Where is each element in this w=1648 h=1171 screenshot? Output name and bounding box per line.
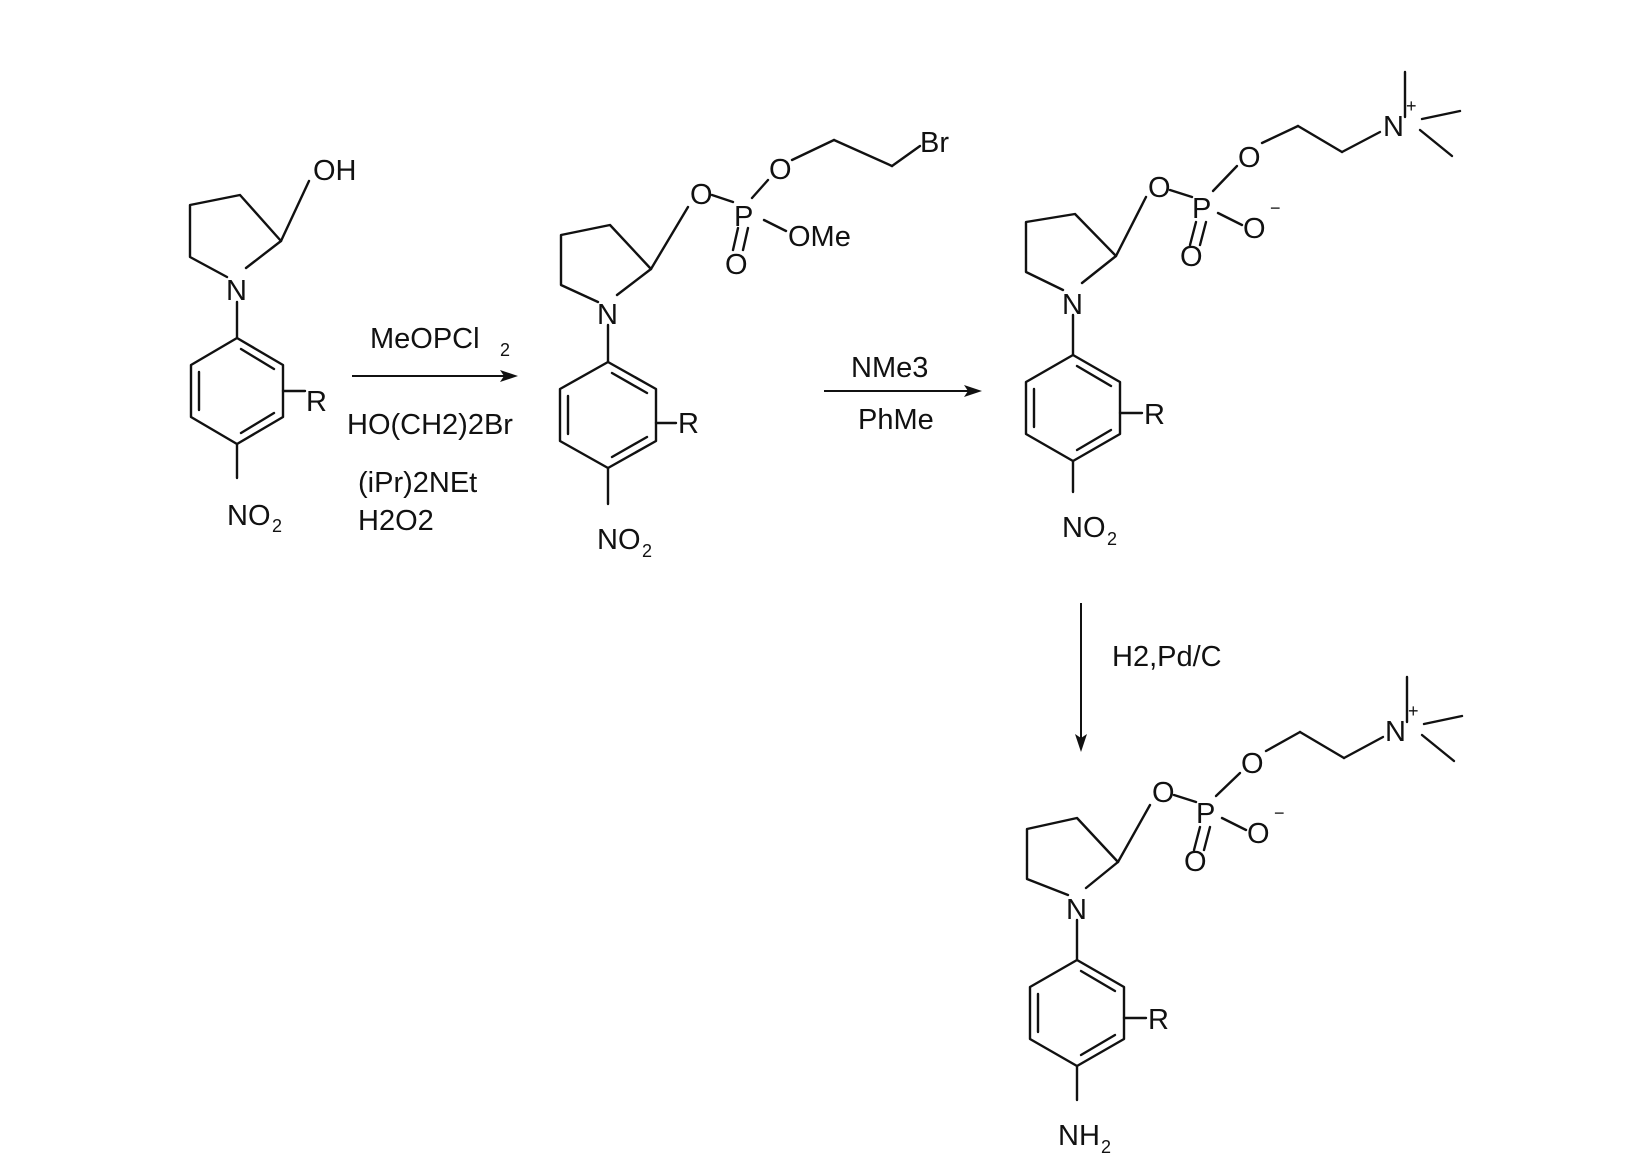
compound-2-bromoethyl-phosphate: O P O O OMe Br N R NO 2 — [560, 127, 949, 561]
compound-1-bonds — [190, 181, 309, 478]
reagent-meopcl2: MeOPCl — [370, 323, 480, 355]
phosphorus-label: P — [1196, 798, 1215, 830]
amine-subscript: 2 — [1101, 1137, 1111, 1157]
ring-nitrogen-label: N — [1066, 894, 1087, 926]
reagent-hydrogenation: H2,Pd/C — [1112, 641, 1222, 673]
oxo-oxygen-label: O — [1184, 846, 1207, 878]
reagent-toluene: PhMe — [858, 404, 934, 436]
ether-oxygen-label: O — [769, 154, 792, 186]
ammonium-nitrogen-label: N — [1385, 716, 1406, 748]
nitro-label: NO — [227, 500, 271, 532]
reaction-step-1: MeOPCl 2 HO(CH2)2Br (iPr)2NEt H2O2 — [347, 323, 518, 537]
nitro-subscript: 2 — [1107, 529, 1117, 549]
oxo-oxygen-label: O — [1180, 241, 1203, 273]
r-substituent-label: R — [678, 408, 699, 440]
ring-nitrogen-label: N — [597, 299, 618, 331]
reaction-step-3: H2,Pd/C — [1075, 603, 1222, 752]
compound-4-amino-phosphocholine: O P O O − O N + N R NH 2 — [1027, 677, 1462, 1157]
reaction-step-2: NMe3 PhMe — [824, 352, 982, 436]
ester-oxygen-label: O — [1148, 172, 1171, 204]
bromine-label: Br — [920, 127, 949, 159]
reagent-dipea: (iPr)2NEt — [358, 467, 477, 499]
hydroxyl-label: OH — [313, 155, 357, 187]
reagent-bromoethanol: HO(CH2)2Br — [347, 409, 513, 441]
ether-oxygen-label: O — [1241, 748, 1264, 780]
positive-charge-label: + — [1406, 96, 1417, 116]
reagent-trimethylamine: NMe3 — [851, 352, 928, 384]
oxide-oxygen-label: O — [1243, 213, 1266, 245]
negative-charge-label: − — [1274, 803, 1285, 823]
reagent-meopcl2-subscript: 2 — [500, 340, 510, 360]
nitro-subscript: 2 — [272, 516, 282, 536]
ester-oxygen-label: O — [1152, 777, 1175, 809]
reagent-h2o2: H2O2 — [358, 505, 434, 537]
negative-charge-label: − — [1270, 198, 1281, 218]
ammonium-nitrogen-label: N — [1383, 111, 1404, 143]
methoxy-label: OMe — [788, 221, 851, 253]
amine-label: NH — [1058, 1120, 1100, 1152]
nitro-label: NO — [597, 524, 641, 556]
phosphorus-label: P — [734, 201, 753, 233]
oxide-oxygen-label: O — [1247, 818, 1270, 850]
ring-nitrogen-label: N — [226, 275, 247, 307]
compound-1-hydroxypyrrolidine: OH N R NO 2 — [190, 155, 357, 536]
ester-oxygen-label: O — [690, 179, 713, 211]
ether-oxygen-label: O — [1238, 142, 1261, 174]
nitro-label: NO — [1062, 512, 1106, 544]
r-substituent-label: R — [1144, 399, 1165, 431]
positive-charge-label: + — [1408, 701, 1419, 721]
oxo-oxygen-label: O — [725, 249, 748, 281]
phosphorus-label: P — [1192, 193, 1211, 225]
r-substituent-label: R — [1148, 1004, 1169, 1036]
ring-nitrogen-label: N — [1062, 289, 1083, 321]
compound-3-nitro-phosphocholine: O P O O − O N + N R NO 2 — [1026, 72, 1460, 549]
r-substituent-label: R — [306, 386, 327, 418]
nitro-subscript: 2 — [642, 541, 652, 561]
